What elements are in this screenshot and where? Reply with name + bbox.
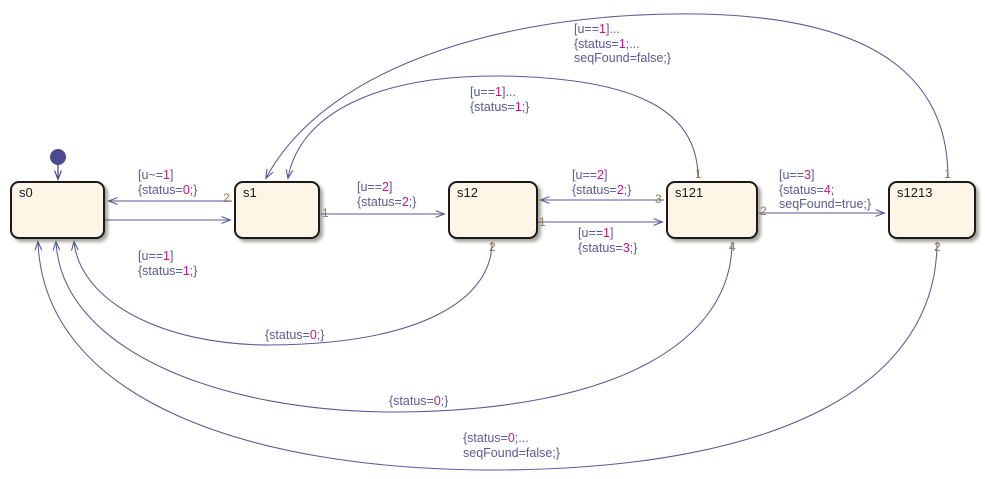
state-s12[interactable]: s12 — [448, 181, 538, 239]
state-s0[interactable]: s0 — [10, 181, 105, 239]
port-number-s121-left-3: 3 — [655, 192, 662, 206]
transition-label-s12-to-s0-bottom[interactable]: {status=0;} — [265, 328, 325, 342]
state-label-s1: s1 — [243, 185, 257, 200]
port-number-s1-right-1: 1 — [322, 206, 329, 220]
port-number-s1213-top-1: 1 — [944, 167, 951, 181]
state-label-s1213: s1213 — [897, 185, 933, 200]
state-s1[interactable]: s1 — [234, 181, 320, 239]
state-s121[interactable]: s121 — [666, 181, 758, 239]
port-number-s1-left-2: 2 — [223, 191, 230, 205]
port-number-s121-top-1: 1 — [695, 167, 702, 181]
transition-label-s1-to-s0[interactable]: [u~=1]{status=0;} — [138, 168, 198, 197]
transition-label-s1213-to-s0-bottom[interactable]: {status=0;...seqFound=false;} — [463, 431, 560, 460]
transition-label-s121-to-s12[interactable]: [u==2]{status=2;} — [572, 168, 632, 197]
edge-s12-to-s0-bottom — [70, 240, 493, 346]
edge-s1213-to-s0-bottom — [34, 240, 938, 471]
transition-label-s1213-to-s1-top[interactable]: [u==1]...{status=1;...seqFound=false;} — [574, 22, 671, 65]
transition-label-s121-to-s0-bottom[interactable]: {status=0;} — [389, 394, 449, 408]
port-number-s121-right-2: 2 — [760, 204, 767, 218]
state-s1213[interactable]: s1213 — [888, 181, 976, 239]
transition-label-s1-to-s12[interactable]: [u==2]{status=2;} — [357, 180, 417, 209]
port-number-s121-bottom-4: 4 — [729, 240, 736, 254]
port-number-s1213-bottom-2: 2 — [934, 240, 941, 254]
transition-label-s121-to-s1-top[interactable]: [u==1]...{status=1;} — [470, 85, 530, 114]
port-number-s12-bottom-2: 2 — [489, 240, 496, 254]
state-label-s121: s121 — [675, 185, 704, 200]
state-label-s12: s12 — [457, 185, 478, 200]
transition-label-s121-to-s1213[interactable]: [u==3]{status=4;seqFound=true;} — [779, 168, 872, 211]
transition-label-s0-to-s1[interactable]: [u==1]{status=1;} — [138, 249, 198, 278]
edge-s1213-to-s1-top — [265, 13, 949, 180]
state-label-s0: s0 — [19, 185, 33, 200]
port-number-s12-left-1: 1 — [539, 215, 546, 229]
edge-s121-to-s0-bottom — [52, 240, 733, 413]
transition-label-s12-to-s121[interactable]: [u==1]{status=3;} — [578, 226, 638, 255]
initial-state-dot — [50, 149, 66, 165]
edge-s121-to-s1-top — [285, 75, 699, 180]
